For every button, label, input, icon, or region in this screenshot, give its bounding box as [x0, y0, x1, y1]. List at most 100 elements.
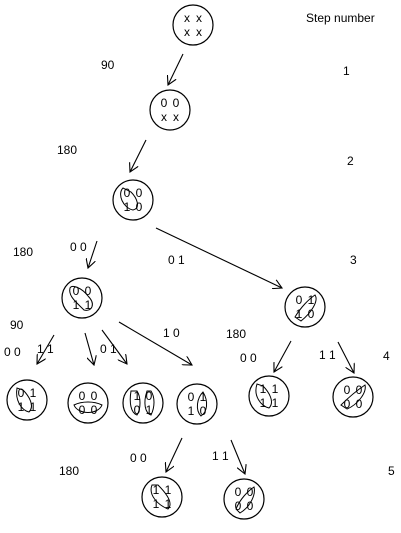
node-cell: 0 [308, 307, 315, 321]
node-circle [67, 382, 109, 424]
node-cell: 0 [73, 284, 80, 298]
edge-arrow [168, 53, 184, 85]
angle-label: 180 [226, 327, 246, 341]
node-cell: 0 [356, 397, 363, 411]
node-cell: 1 [134, 389, 141, 403]
edge-label: 1 1 [319, 348, 336, 362]
angle-label: 180 [13, 245, 33, 259]
node-circle [6, 379, 48, 421]
angle-label: 90 [10, 318, 24, 332]
node-cell: x [184, 11, 190, 25]
edge-arrow [130, 139, 147, 172]
group-loop [73, 401, 103, 413]
node-cell: 0 [247, 485, 254, 499]
node-cell: 1 [200, 390, 207, 404]
edge-label: 0 1 [168, 253, 185, 267]
node-cell: 1 [153, 483, 160, 497]
node-cell: 0 [18, 386, 25, 400]
node-cell: 1 [296, 307, 303, 321]
group-loop [235, 486, 255, 514]
node-cell: 1 [308, 293, 315, 307]
node-cell: 1 [73, 298, 80, 312]
edge-label: 1 0 [163, 326, 180, 340]
edge-arrow [88, 240, 98, 268]
edge-arrow [101, 329, 127, 364]
group-loop [69, 285, 93, 311]
node-cell: 1 [30, 400, 37, 414]
edge-label: 0 0 [70, 240, 87, 254]
group-loop [150, 484, 171, 510]
node-cell: 0 [136, 186, 143, 200]
node-circle [112, 179, 154, 221]
step-number-header: Step number [306, 11, 375, 25]
group-loop [340, 384, 366, 410]
node-cell: x [173, 110, 179, 124]
group-loop [255, 383, 272, 409]
node-cell: 0 [296, 293, 303, 307]
node-cell: 0 [136, 200, 143, 214]
edge-label: 0 0 [4, 345, 21, 359]
node-cell: 0 [247, 499, 254, 513]
node-cell: 0 [146, 389, 153, 403]
node-cell: 1 [18, 400, 25, 414]
node-cell: 0 [124, 186, 131, 200]
node-cell: x [184, 25, 190, 39]
node-cell: 0 [356, 383, 363, 397]
node-cell: 1 [272, 396, 279, 410]
angle-label: 180 [59, 464, 79, 478]
node-circle [248, 375, 290, 417]
node-cell: x [196, 11, 202, 25]
node-cell: 1 [85, 298, 92, 312]
node-cell: 1 [188, 404, 195, 418]
node-cell: 0 [173, 96, 180, 110]
step-number-2: 2 [347, 154, 354, 168]
angle-label: 180 [57, 143, 77, 157]
node-circle [172, 4, 214, 46]
edge-arrow [230, 439, 245, 474]
edge-label: 0 0 [130, 451, 147, 465]
node-cell: 0 [79, 389, 86, 403]
node-cell: 1 [260, 396, 267, 410]
step-number-1: 1 [343, 64, 350, 78]
node-cell: 1 [30, 386, 37, 400]
group-loop [294, 294, 317, 322]
node-circle [223, 478, 265, 520]
node-cell: 0 [188, 390, 195, 404]
group-loop [196, 391, 208, 417]
node-cell: 0 [79, 403, 86, 417]
node-cell: 0 [85, 284, 92, 298]
edge-arrow [166, 437, 183, 472]
node-circle [284, 286, 326, 328]
edge-arrow [84, 332, 94, 365]
step-number-3: 3 [350, 253, 357, 267]
node-cell: 1 [146, 403, 153, 417]
node-cell: 1 [260, 382, 267, 396]
node-cell: 0 [91, 403, 98, 417]
node-cell: 1 [165, 497, 172, 511]
node-cell: 0 [235, 485, 242, 499]
edge-label: 1 1 [212, 449, 229, 463]
node-circle [141, 476, 183, 518]
node-circle [61, 277, 103, 319]
edge-arrow [37, 334, 55, 364]
node-cell: 0 [235, 499, 242, 513]
node-circle [122, 382, 164, 424]
group-loop [120, 187, 138, 211]
edge-label: 0 1 [100, 342, 117, 356]
edge-arrow [155, 227, 282, 288]
group-loop [16, 387, 32, 413]
edge-label: 1 1 [37, 342, 54, 356]
